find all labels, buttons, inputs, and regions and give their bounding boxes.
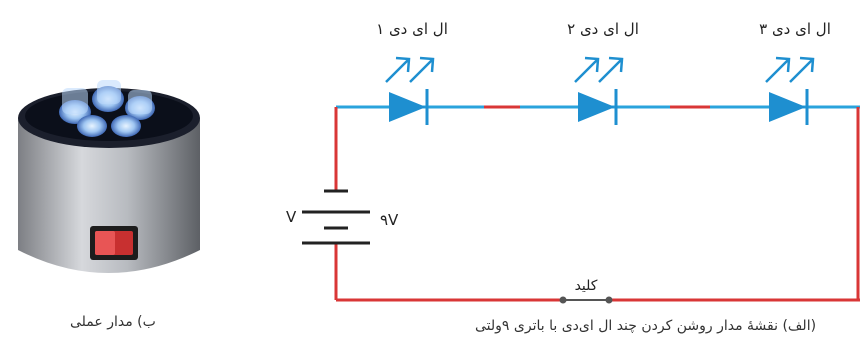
practical-circuit-caption: ب) مدار عملی: [70, 314, 156, 330]
led-1-label: ال ای دی ۱: [376, 20, 448, 38]
rocker-switch: [90, 226, 138, 260]
led-1: ال ای دی ۱: [376, 20, 448, 125]
battery-left-label: V: [286, 208, 297, 226]
light-arrows-icon: [385, 56, 435, 83]
led-3: ال ای دی ۳: [759, 20, 831, 125]
battery-symbol: V ۹V: [286, 189, 399, 245]
circuit-diagram-caption: (الف) نقشهٔ مدار روشن کردن چند ال ای‌دی …: [475, 318, 817, 334]
switch-label: کلید: [575, 278, 598, 294]
led-2: ال ای دی ۲: [567, 20, 639, 125]
battery-voltage-label: ۹V: [380, 211, 399, 229]
practical-circuit-device: [18, 80, 200, 273]
blue-led-cluster: [59, 80, 155, 137]
light-arrows-icon: [574, 56, 624, 83]
light-arrows-icon: [765, 56, 815, 83]
led-3-label: ال ای دی ۳: [759, 20, 831, 38]
switch-symbol: کلید: [559, 278, 613, 304]
circuit-wires: [334, 105, 860, 302]
led-2-label: ال ای دی ۲: [567, 20, 639, 38]
